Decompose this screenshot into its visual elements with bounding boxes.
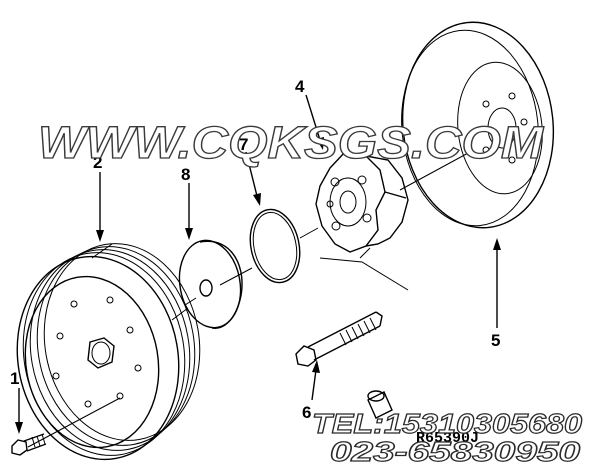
callout-8: 8: [181, 165, 190, 184]
callout-7: 7: [239, 135, 248, 154]
watermark-site: WWW.CQKSGS.COM: [38, 117, 545, 168]
leader-arrows: [15, 94, 501, 434]
bolt-part-1: [11, 433, 47, 456]
dowel-pin: [367, 390, 393, 419]
part-code: R65390J: [416, 430, 479, 447]
callout-2: 2: [93, 153, 102, 172]
cap-screw-part-6: [295, 311, 383, 367]
callout-1: 1: [10, 369, 19, 388]
spacer-part-8: [178, 239, 243, 329]
adapter-part-4: [315, 151, 409, 253]
o-ring-part-7: [249, 208, 301, 284]
callout-6: 6: [302, 403, 311, 422]
watermark-phone: TEL:15310305680: [312, 408, 582, 439]
callout-5: 5: [491, 331, 500, 350]
assembly-axis: [27, 151, 471, 448]
pulley-part-2: [16, 243, 201, 461]
callout-4: 4: [295, 77, 305, 96]
callout-labels: 1 2 4 5 6 7 8: [10, 77, 500, 422]
watermark-phone2: 023-65830950: [330, 436, 581, 467]
damper-part-5: [401, 21, 555, 229]
